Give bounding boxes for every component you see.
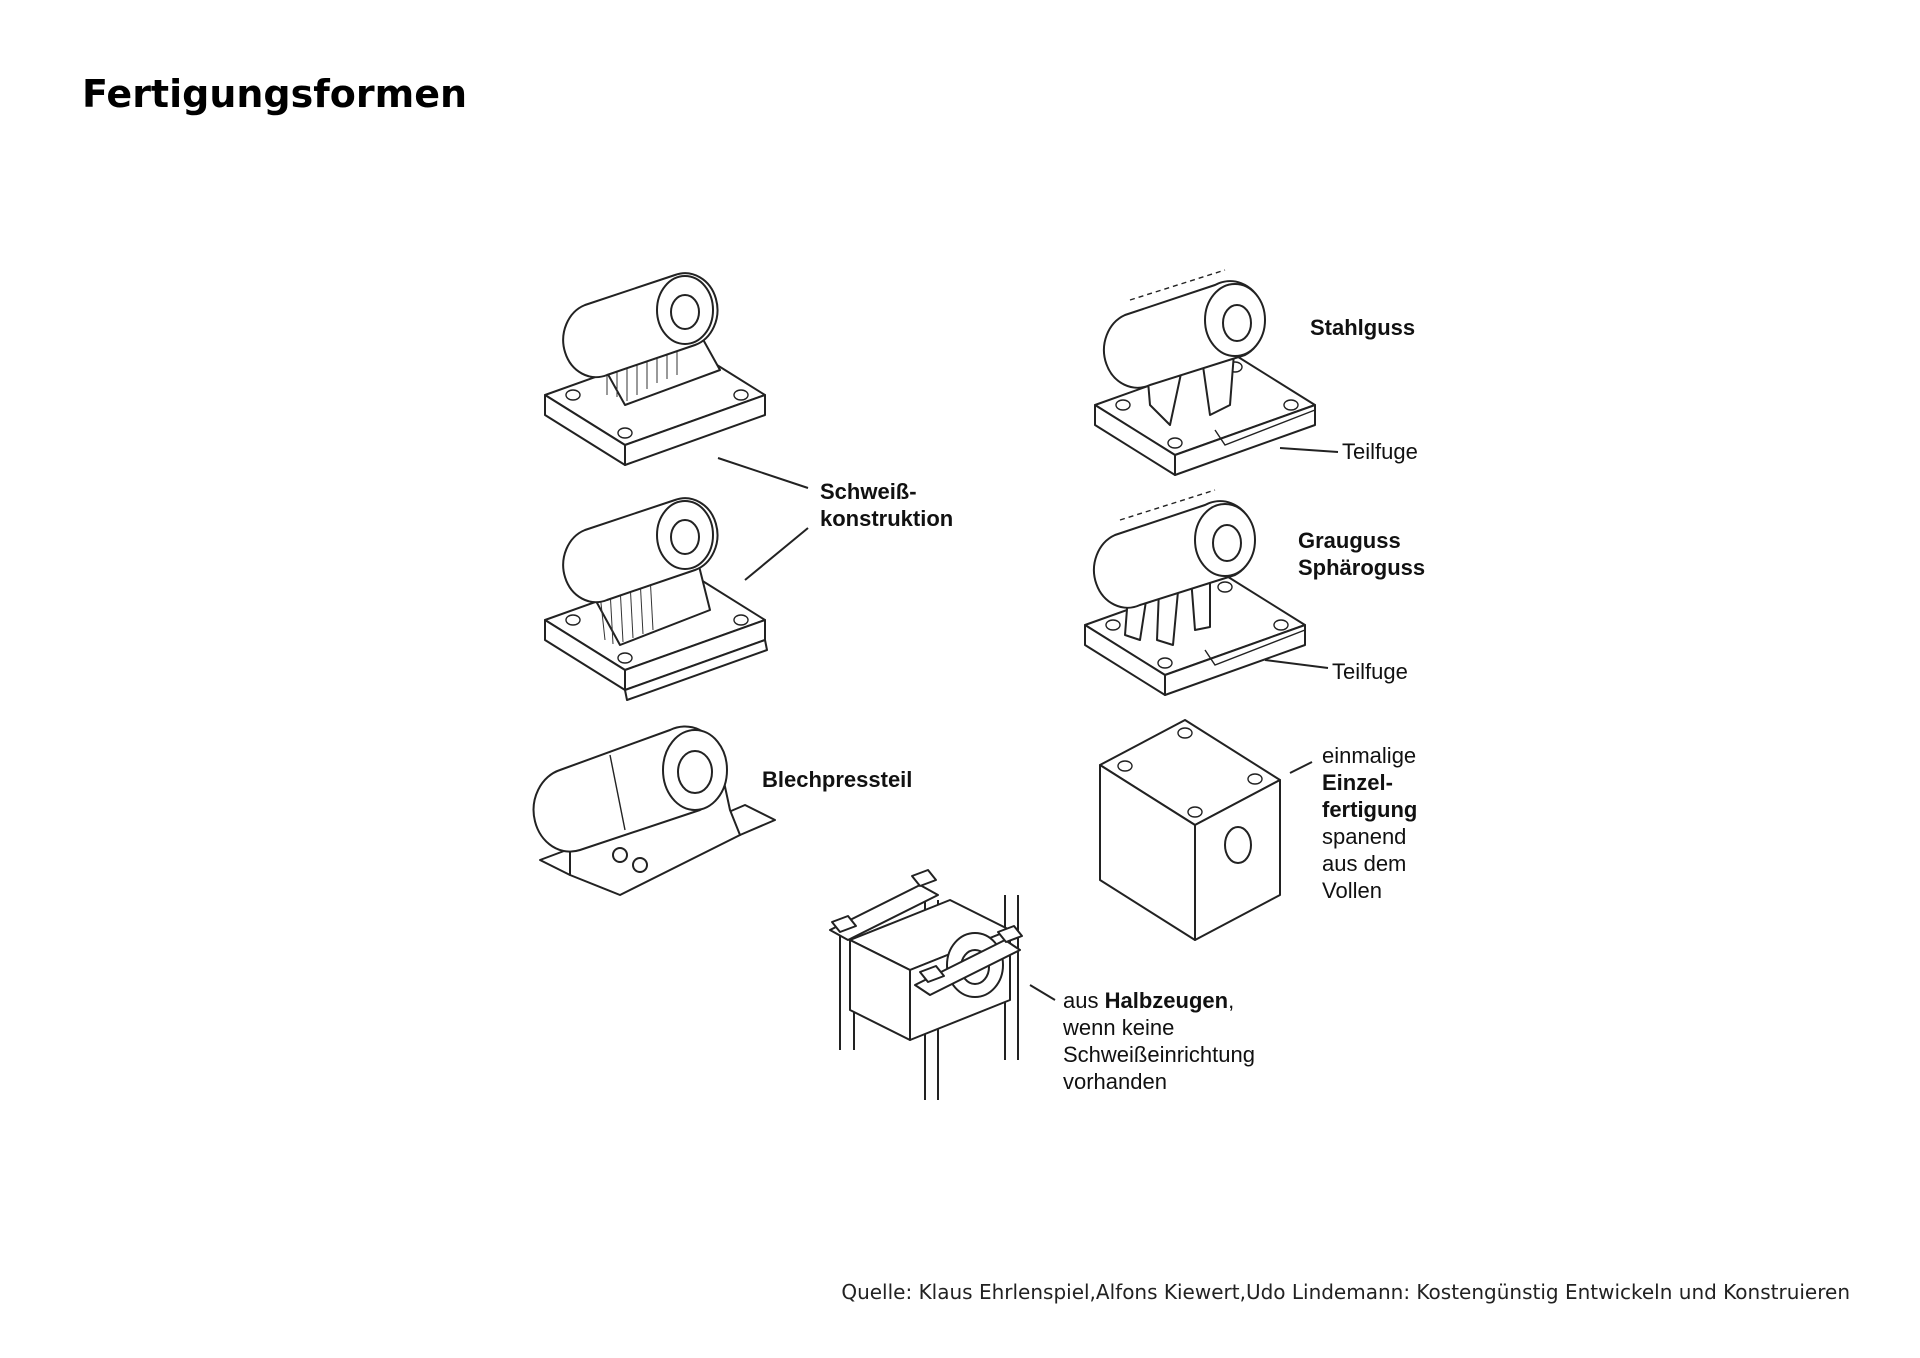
label-einzel-line2: Einzel-	[1322, 770, 1393, 795]
page-title: Fertigungsformen	[82, 72, 468, 116]
label-einzel-line1: einmalige	[1322, 743, 1417, 768]
label-halbzeug-bold: Halbzeugen	[1104, 988, 1229, 1013]
label-halbzeug-line4: vorhanden	[1063, 1069, 1167, 1094]
source-citation: Quelle: Klaus Ehrlenspiel,Alfons Kiewert…	[841, 1280, 1850, 1304]
label-halbzeug-line2: wenn keine	[1063, 1015, 1175, 1040]
machined-block	[1099, 719, 1281, 941]
label-halbzeug-prefix: aus	[1063, 988, 1105, 1013]
einzel-leader	[1289, 761, 1313, 774]
label-halbzeug-line3: Schweißeinrichtung	[1063, 1042, 1255, 1067]
label-halbzeug-line1: aus Halbzeugen,	[1063, 987, 1234, 1014]
cast-steel-bearing	[1094, 269, 1316, 476]
label-sphaeroguss: Sphäroguss	[1298, 555, 1426, 580]
label-stahlguss: Stahlguss	[1310, 315, 1416, 340]
label-halbzeug-suffix: ,	[1228, 988, 1235, 1013]
semi-finished-bearing	[829, 869, 1023, 1100]
teilfuge-leader-2	[1264, 659, 1329, 669]
label-schweiss-line1: Schweiß-	[820, 479, 917, 504]
weld-leader-2	[744, 527, 809, 581]
teilfuge-leader-1	[1279, 447, 1339, 453]
halbzeug-leader	[1029, 984, 1056, 1001]
welded-bearing-top	[544, 272, 766, 466]
label-einzel-line3: fertigung	[1322, 797, 1418, 822]
label-grauguss: Grauguss	[1298, 528, 1401, 553]
label-blechpressteil: Blechpressteil	[762, 767, 913, 792]
label-einzel-line4: spanend	[1322, 824, 1407, 849]
weld-leader-1	[717, 457, 809, 489]
grey-cast-iron-bearing	[1084, 489, 1306, 696]
label-einzel-line5: aus dem	[1322, 851, 1407, 876]
label-teilfuge-1: Teilfuge	[1342, 439, 1418, 464]
welded-bearing-lower	[544, 497, 768, 701]
label-teilfuge-2: Teilfuge	[1332, 659, 1408, 684]
label-einzel-line6: Vollen	[1322, 878, 1382, 903]
sheet-metal-bearing	[532, 725, 776, 896]
label-schweiss-line2: konstruktion	[820, 506, 954, 531]
